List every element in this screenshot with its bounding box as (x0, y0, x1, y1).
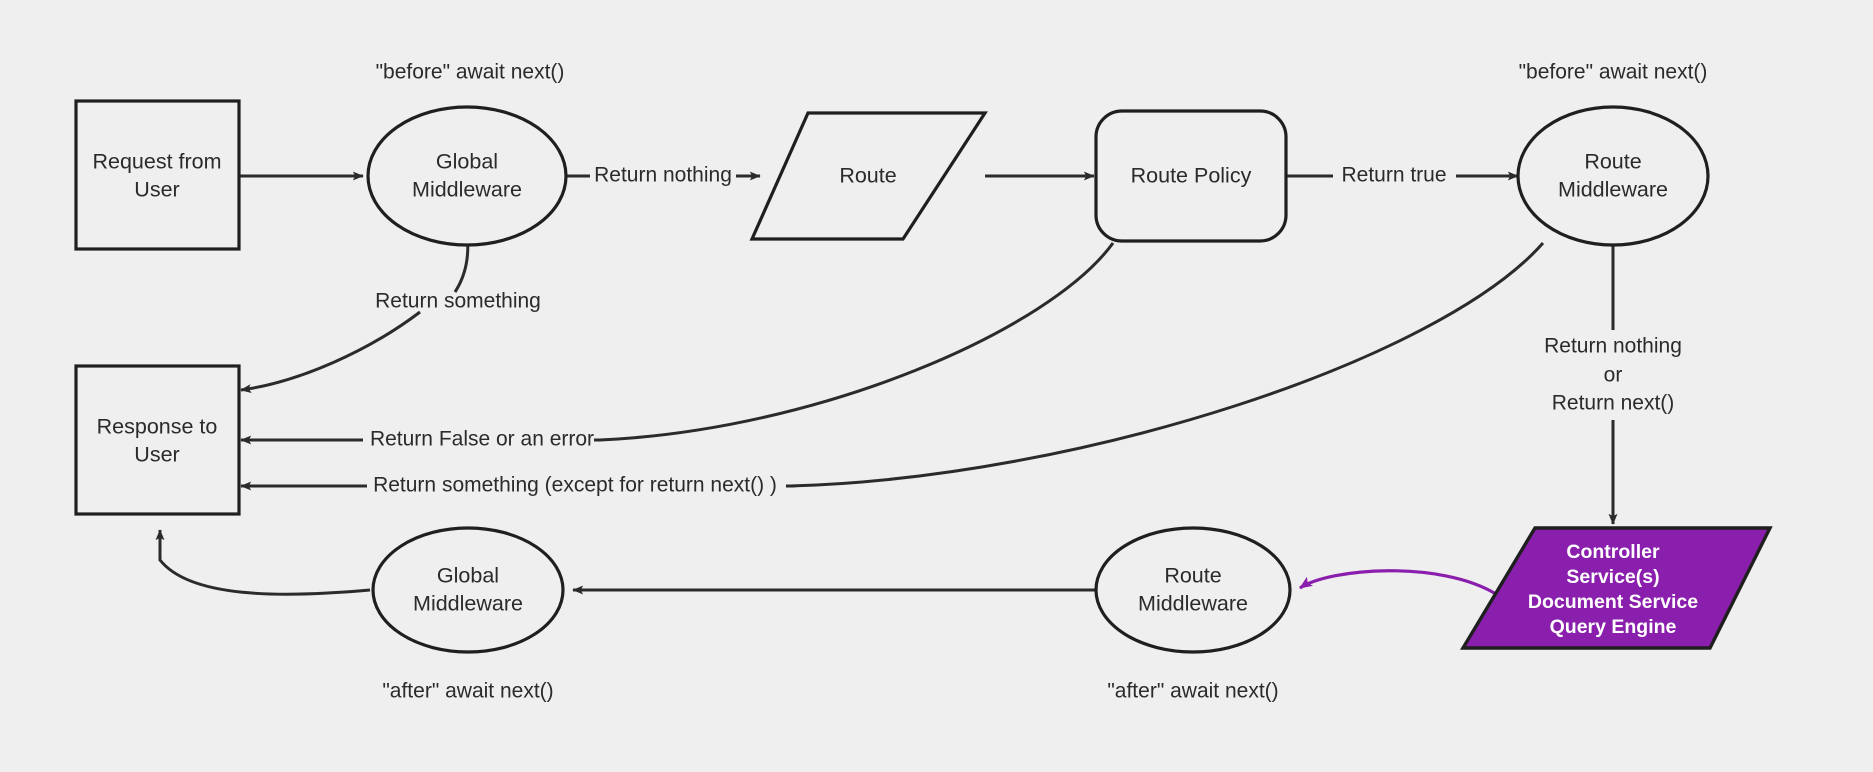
edge-return-something-except-curve (789, 242, 1545, 488)
controller-services-label-line4: Query Engine (1550, 616, 1677, 638)
edge-controller-to-route-mw-bottom (1299, 569, 1497, 596)
global-middleware-bottom-label-line2: Middleware (413, 592, 523, 616)
route-label: Route (839, 164, 896, 188)
response-to-user-label-line1: Response to (97, 415, 218, 439)
edge-return-something-lower (240, 310, 421, 394)
node-global-middleware-bottom[interactable]: Global Middleware (371, 526, 565, 654)
request-from-user-label-line2: User (134, 178, 179, 202)
edge-return-false-curve (599, 242, 1115, 442)
edge-label-return-nothing-or-next-line3: Return next() (1552, 392, 1675, 415)
edge-label-return-something-except: Return something (except for return next… (373, 474, 777, 497)
response-to-user-label-line2: User (134, 443, 179, 467)
annotation-before-await-next-right: "before" await next() (1519, 61, 1708, 84)
edge-label-return-true: Return true (1341, 164, 1446, 187)
annotation-before-await-next-left: "before" await next() (376, 61, 565, 84)
edge-label-return-nothing: Return nothing (594, 164, 732, 187)
annotation-after-await-next-right: "after" await next() (1107, 680, 1278, 703)
controller-services-label-line1: Controller (1566, 541, 1660, 563)
edge-label-return-false-or-error: Return False or an error (370, 428, 594, 451)
request-from-user-label-line1: Request from (92, 150, 221, 174)
node-route-middleware-bottom[interactable]: Route Middleware (1094, 526, 1292, 654)
edge-label-return-nothing-or-next-line2: or (1604, 364, 1623, 387)
global-middleware-top-label-line1: Global (436, 150, 498, 174)
edge-label-return-something: Return something (375, 290, 541, 313)
edge-label-return-nothing-or-next-line1: Return nothing (1544, 335, 1682, 358)
node-controller-services[interactable]: Controller Service(s) Document Service Q… (1459, 526, 1773, 650)
route-policy-label: Route Policy (1131, 164, 1252, 188)
route-middleware-top-label-line1: Route (1584, 150, 1641, 174)
global-middleware-top-label-line2: Middleware (412, 178, 522, 202)
route-middleware-bottom-label-line2: Middleware (1138, 592, 1248, 616)
route-middleware-bottom-label-line1: Route (1164, 564, 1221, 588)
edge-global-mw-bottom-to-response (155, 529, 371, 596)
node-route-policy[interactable]: Route Policy (1094, 109, 1288, 243)
node-global-middleware-top[interactable]: Global Middleware (366, 105, 568, 247)
annotation-after-await-next-left: "after" await next() (382, 680, 553, 703)
route-middleware-top-label-line2: Middleware (1558, 178, 1668, 202)
node-request-from-user[interactable]: Request from User (74, 99, 241, 251)
node-route[interactable]: Route (749, 111, 988, 241)
controller-services-label-line2: Service(s) (1566, 566, 1659, 588)
node-route-middleware-top[interactable]: Route Middleware (1516, 105, 1710, 247)
node-response-to-user[interactable]: Response to User (74, 364, 241, 516)
controller-services-label-line3: Document Service (1528, 591, 1698, 613)
global-middleware-bottom-label-line1: Global (437, 564, 499, 588)
